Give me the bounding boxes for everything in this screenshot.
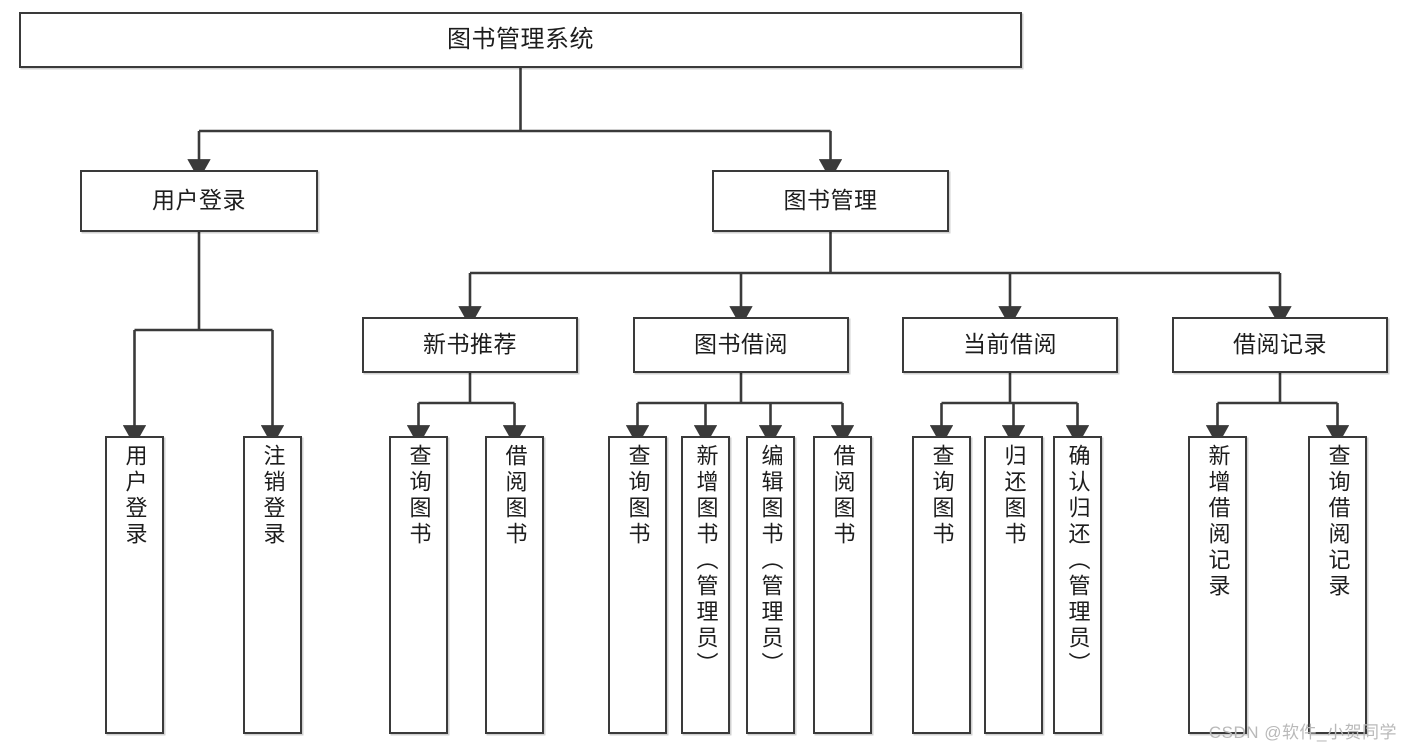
node-leaf-logout[interactable]: 注销登录 xyxy=(243,436,302,734)
node-label: 注销登录 xyxy=(260,444,286,548)
node-user-login[interactable]: 用户登录 xyxy=(80,170,318,232)
node-leaf-query-1[interactable]: 查询图书 xyxy=(389,436,448,734)
node-book-borrow[interactable]: 图书借阅 xyxy=(633,317,849,373)
node-label: 新书推荐 xyxy=(423,331,517,358)
node-leaf-borrow-2[interactable]: 借阅图书 xyxy=(813,436,872,734)
node-label: 查询图书 xyxy=(625,444,651,548)
node-label: 图书管理 xyxy=(783,187,878,214)
node-leaf-edit-book[interactable]: 编辑图书（管理员） xyxy=(746,436,795,734)
node-label: 用户登录 xyxy=(122,444,148,548)
node-leaf-user-login[interactable]: 用户登录 xyxy=(105,436,164,734)
node-book-manage[interactable]: 图书管理 xyxy=(712,170,949,232)
node-leaf-query-rec[interactable]: 查询借阅记录 xyxy=(1308,436,1367,734)
node-label: 查询图书 xyxy=(406,444,432,548)
node-label: 查询图书 xyxy=(929,444,955,548)
node-leaf-return[interactable]: 归还图书 xyxy=(984,436,1043,734)
node-leaf-borrow-1[interactable]: 借阅图书 xyxy=(485,436,544,734)
node-label: 编辑图书（管理员） xyxy=(758,444,784,678)
node-current-borrow[interactable]: 当前借阅 xyxy=(902,317,1118,373)
node-label: 图书管理系统 xyxy=(447,25,594,53)
node-leaf-add-rec[interactable]: 新增借阅记录 xyxy=(1188,436,1247,734)
node-label: 当前借阅 xyxy=(963,331,1057,358)
node-leaf-query-3[interactable]: 查询图书 xyxy=(912,436,971,734)
node-root[interactable]: 图书管理系统 xyxy=(19,12,1022,68)
watermark: CSDN @软件_小贺同学 xyxy=(1208,723,1397,742)
node-label: 确认归还（管理员） xyxy=(1065,444,1091,678)
node-label: 新增图书（管理员） xyxy=(693,444,719,678)
node-label: 借阅记录 xyxy=(1233,331,1327,358)
node-leaf-confirm[interactable]: 确认归还（管理员） xyxy=(1053,436,1102,734)
node-label: 借阅图书 xyxy=(830,444,856,548)
node-label: 用户登录 xyxy=(152,187,246,214)
node-new-book-rec[interactable]: 新书推荐 xyxy=(362,317,578,373)
node-label: 图书借阅 xyxy=(694,331,788,358)
node-label: 借阅图书 xyxy=(502,444,528,548)
node-leaf-query-2[interactable]: 查询图书 xyxy=(608,436,667,734)
node-leaf-add-book[interactable]: 新增图书（管理员） xyxy=(681,436,730,734)
node-label: 归还图书 xyxy=(1001,444,1027,548)
node-label: 查询借阅记录 xyxy=(1325,444,1351,600)
node-borrow-record[interactable]: 借阅记录 xyxy=(1172,317,1388,373)
node-label: 新增借阅记录 xyxy=(1205,444,1231,600)
